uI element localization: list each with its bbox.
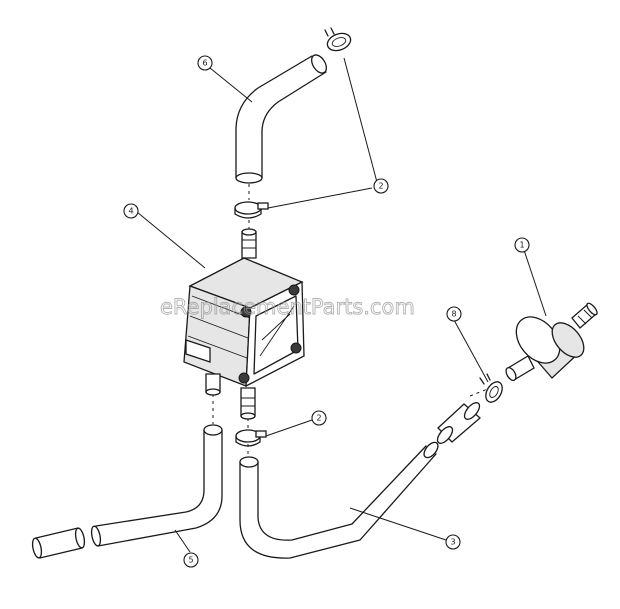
leader-3: [349, 507, 447, 541]
leader-2-lower: [265, 419, 313, 437]
clamp-part-8: [479, 373, 503, 403]
leader-5: [174, 529, 191, 553]
svg-text:3: 3: [450, 538, 455, 547]
callout-2-upper: 2: [373, 178, 389, 194]
callout-3: 3: [445, 534, 461, 550]
callout-8: 8: [446, 306, 462, 322]
hose-part-3: [239, 402, 481, 559]
svg-text:4: 4: [128, 207, 133, 216]
callout-4: 4: [123, 203, 139, 219]
callout-5: 5: [183, 552, 199, 568]
leader-1: [523, 249, 547, 317]
leader-8: [453, 319, 489, 383]
callout-6: 6: [197, 55, 213, 71]
hose-part-5: [31, 424, 223, 559]
svg-text:2: 2: [316, 414, 321, 423]
svg-text:2: 2: [378, 182, 383, 191]
svg-text:5: 5: [188, 556, 193, 565]
svg-text:6: 6: [202, 59, 207, 68]
fuel-pump-part-4: [183, 228, 305, 420]
fuel-filter-part-1: [505, 302, 598, 382]
svg-text:1: 1: [519, 241, 524, 250]
clamp-upper-right: [324, 27, 352, 52]
leader-2-upper-b: [267, 187, 373, 209]
leader-6: [209, 67, 253, 103]
clamp-lower: [235, 429, 267, 447]
leader-4: [136, 211, 206, 269]
callout-1: 1: [514, 237, 530, 253]
hose-part-6: [235, 54, 327, 184]
clamp-upper: [234, 201, 269, 219]
watermark-logo: eReplacementParts.com: [160, 295, 415, 319]
callout-2-lower: 2: [311, 410, 327, 426]
svg-text:8: 8: [451, 310, 456, 319]
leader-2-upper-a: [343, 57, 379, 187]
